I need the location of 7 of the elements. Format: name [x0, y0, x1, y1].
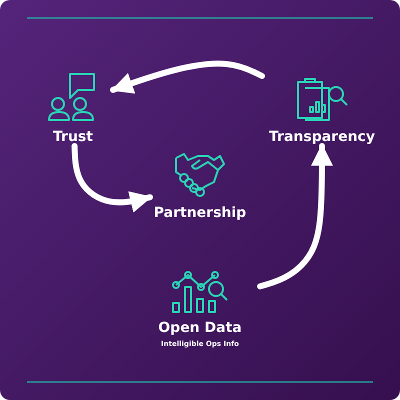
- node-title: Partnership: [154, 205, 246, 222]
- node-title: Transparency: [269, 129, 375, 146]
- curved-arrow: [110, 60, 265, 94]
- curved-arrow: [72, 143, 153, 213]
- node-title: Trust: [53, 129, 93, 146]
- node-title: Open Data: [158, 320, 242, 337]
- curved-arrow: [257, 143, 333, 290]
